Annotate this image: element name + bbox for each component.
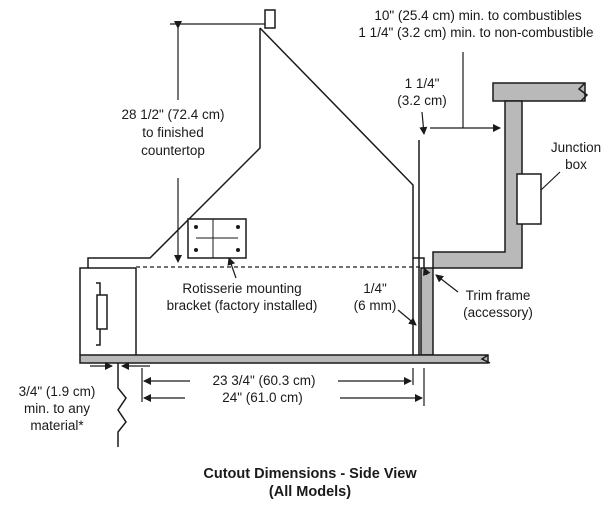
rotisserie-label-line2: bracket (factory installed) xyxy=(166,298,318,313)
junction-leader xyxy=(540,171,561,191)
bottom-gap-label: 1/4" xyxy=(363,281,387,296)
bottom-gap-arrow-top xyxy=(423,267,431,277)
rotisserie-bracket xyxy=(187,218,247,259)
top-gap-dimension xyxy=(419,111,428,135)
base-shelf xyxy=(79,354,491,364)
top-gap-label: 1 1/4" xyxy=(404,76,440,91)
front-clearance-label-line2: min. to any xyxy=(23,401,91,416)
rotisserie-label: Rotisserie mounting xyxy=(182,281,302,296)
height-dimension xyxy=(170,21,265,263)
front-material xyxy=(117,363,127,447)
junction-box xyxy=(516,173,542,225)
junction-box-label-line2: box xyxy=(565,157,587,172)
rotisserie-leader xyxy=(227,257,237,279)
front-clearance-label: 3/4" (1.9 cm) xyxy=(18,384,96,399)
clearance-noncombustible-label: 1 1/4" (3.2 cm) min. to non-combustible xyxy=(358,25,594,40)
trim-frame-label-line2: (accessory) xyxy=(463,305,533,320)
depth-dimensions xyxy=(141,368,425,406)
top-gap-metric-label: (3.2 cm) xyxy=(397,93,447,108)
junction-box-label: Junction xyxy=(550,140,602,155)
bottom-gap-leader xyxy=(397,309,417,326)
cabinet-wall xyxy=(432,100,523,269)
combustibles-dimension xyxy=(430,52,501,132)
trim-frame-label: Trim frame xyxy=(465,288,531,303)
height-label: 28 1/2" (72.4 cm) xyxy=(100,107,246,123)
height-label-line2: to finished xyxy=(100,125,246,141)
caption-title: Cutout Dimensions - Side View xyxy=(203,466,417,482)
bottom-gap-metric-label: (6 mm) xyxy=(353,298,397,313)
clearance-combustibles-label: 10" (25.4 cm) min. to combustibles xyxy=(374,8,582,23)
caption-subtitle: (All Models) xyxy=(268,484,352,500)
countertop xyxy=(492,82,589,102)
height-label-line3: countertop xyxy=(100,143,246,159)
grill-body xyxy=(79,9,425,355)
trim-leader xyxy=(435,274,459,293)
depth-inner-label: 23 3/4" (60.3 cm) xyxy=(212,373,316,388)
front-clearance-label-line3: material* xyxy=(30,418,84,433)
depth-outer-label: 24" (61.0 cm) xyxy=(222,390,303,405)
trim-frame xyxy=(420,267,434,356)
